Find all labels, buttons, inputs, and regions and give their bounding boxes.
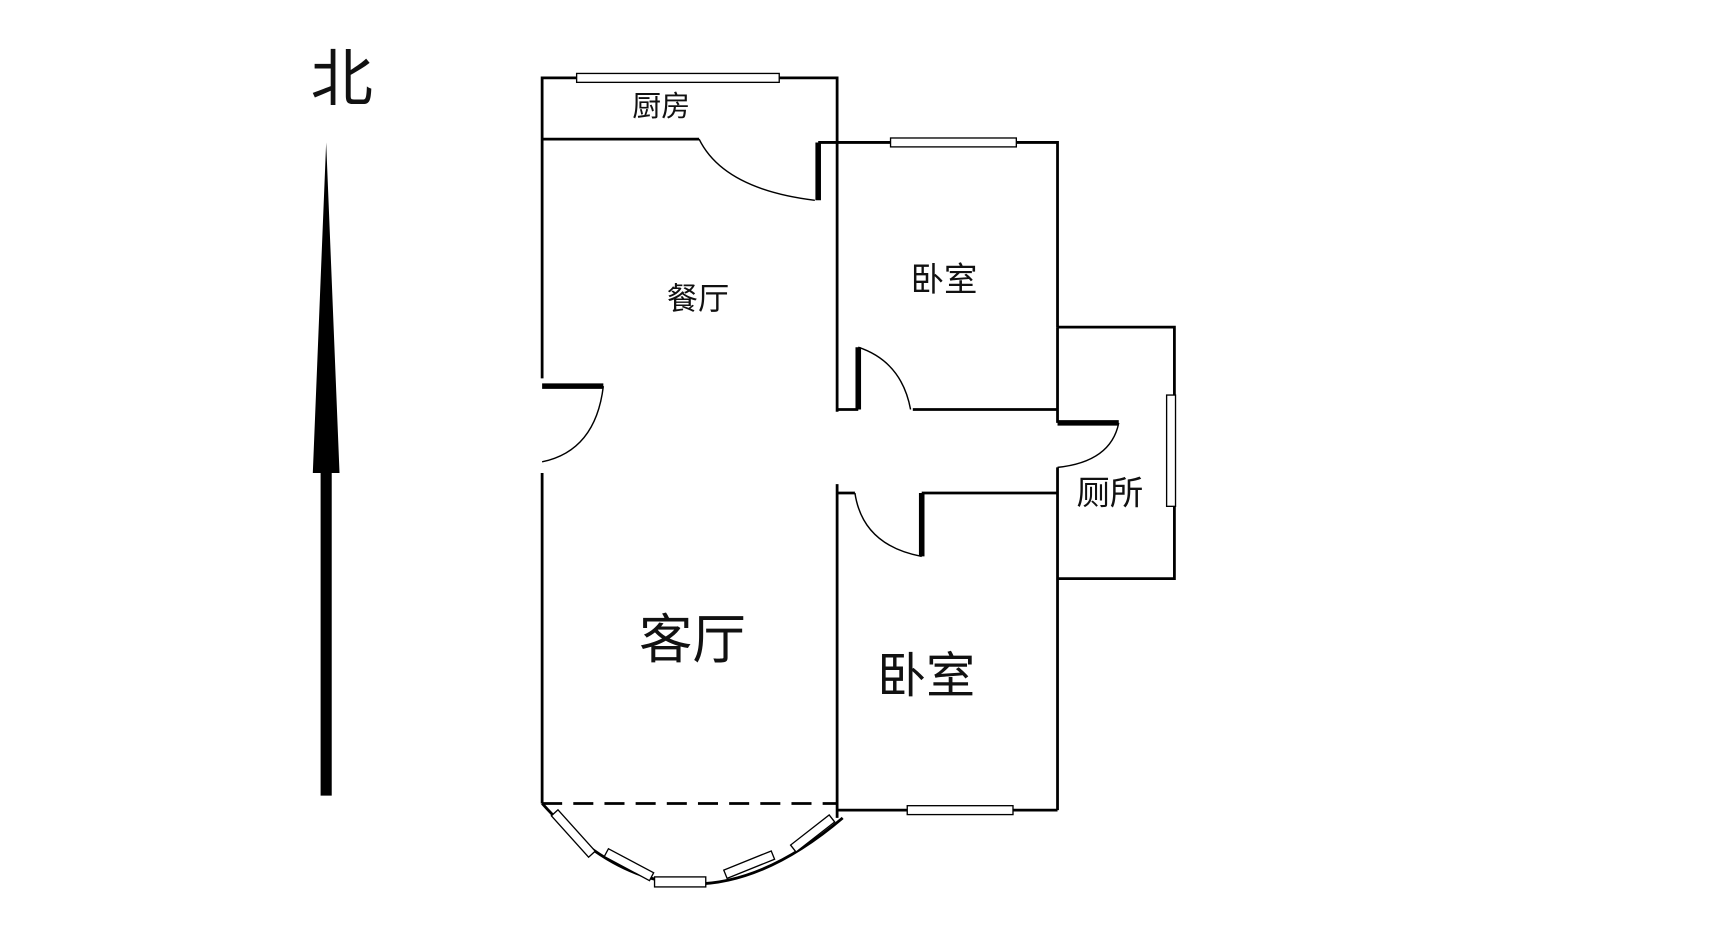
north-arrow-icon bbox=[312, 142, 340, 796]
toilet-door-swing bbox=[1057, 422, 1120, 469]
north-label: 北 bbox=[311, 43, 373, 116]
entry-door-swing bbox=[541, 386, 605, 463]
kitchen-door-swing bbox=[698, 138, 815, 202]
north-indicator: 北 bbox=[311, 43, 373, 796]
room-labels: 厨房 餐厅 卧室 厕所 客厅 卧室 bbox=[632, 89, 1143, 704]
walls bbox=[540, 76, 1176, 818]
bedroom-south-label: 卧室 bbox=[877, 647, 975, 704]
dining-label: 餐厅 bbox=[667, 281, 729, 317]
bedroom-north-door-swing bbox=[858, 346, 912, 410]
doors bbox=[541, 138, 1120, 558]
bedroom-south-door-swing bbox=[854, 492, 922, 558]
kitchen-label: 厨房 bbox=[632, 89, 690, 123]
living-room-label: 客厅 bbox=[639, 608, 746, 671]
bedroom-north-label: 卧室 bbox=[911, 260, 978, 299]
toilet-label: 厕所 bbox=[1076, 474, 1143, 513]
windows bbox=[541, 72, 1177, 888]
